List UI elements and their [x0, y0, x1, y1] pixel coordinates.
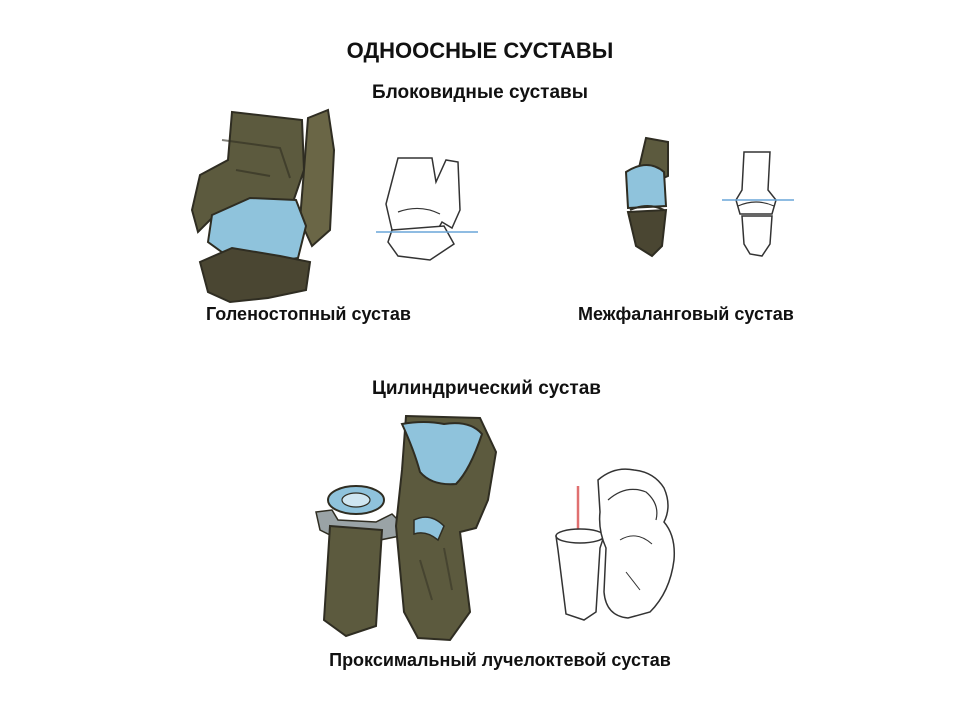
- interphalangeal-joint-illustration: [624, 136, 669, 258]
- caption-ankle-joint: Голеностопный сустав: [206, 304, 411, 324]
- section-title-cylindrical: Цилиндрический сустав: [372, 378, 601, 399]
- caption-radioulnar-joint: Проксимальный лучелоктевой сустав: [329, 650, 671, 670]
- radioulnar-joint-schematic: [555, 468, 676, 621]
- section-title-trochlear: Блоковидные суставы: [372, 82, 588, 103]
- radioulnar-joint-illustration: [315, 414, 498, 642]
- ankle-joint-schematic: [376, 157, 478, 261]
- ankle-joint-illustration: [190, 108, 336, 304]
- caption-interphalangeal-joint: Межфаланговый сустав: [578, 304, 794, 324]
- interphalangeal-joint-schematic: [722, 151, 794, 257]
- slide-title: ОДНООСНЫЕ СУСТАВЫ: [346, 38, 614, 63]
